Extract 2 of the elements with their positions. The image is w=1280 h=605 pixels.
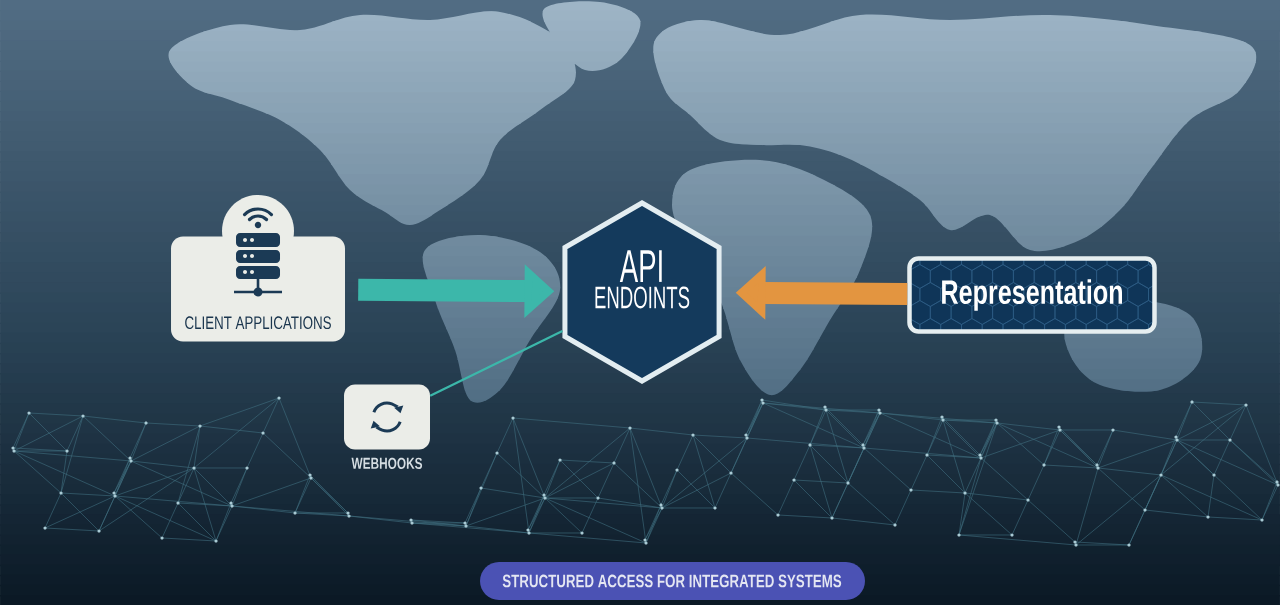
icon-label: WEBHOOKS [351,457,423,469]
caption-text: STRUCTURED ACCESS FOR INTEGRATED SYSTEMS [502,574,842,588]
